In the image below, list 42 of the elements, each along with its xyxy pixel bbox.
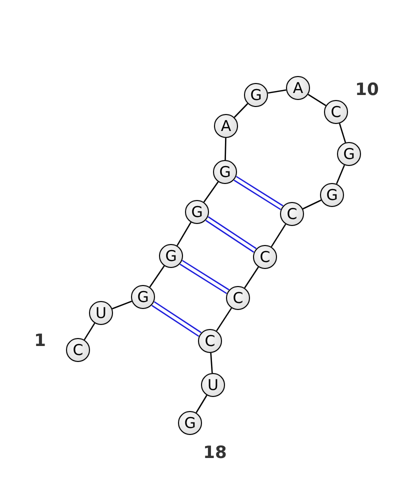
nucleotide-circle: C <box>226 286 250 310</box>
nucleotide-circle: C <box>66 338 90 362</box>
backbone-line <box>176 222 192 246</box>
nucleotide-circle: C <box>253 245 277 269</box>
nucleotide-circle: U <box>89 301 113 325</box>
base-pair-line <box>233 176 284 210</box>
backbone-line <box>84 322 96 340</box>
backbone-line <box>112 300 132 310</box>
backbone-line <box>336 164 345 184</box>
nucleotide-circle: G <box>337 142 361 166</box>
base-pair-line <box>179 260 230 294</box>
position-number: 1 <box>34 331 46 351</box>
backbone-line <box>338 123 346 143</box>
backbone-line <box>270 224 286 248</box>
backbone-line <box>234 103 248 118</box>
base-pair-line <box>151 301 202 337</box>
backbone-line <box>268 89 286 94</box>
nucleotide-circle: A <box>214 114 238 138</box>
nucleotide-circle: G <box>178 411 202 435</box>
nucleotide-circle: G <box>244 83 268 107</box>
nucleotide-circle: G <box>320 183 344 207</box>
nucleotide-circle: C <box>280 202 304 226</box>
backbone-line <box>244 266 259 288</box>
nucleotide-circle: G <box>185 200 209 224</box>
backbone-line <box>216 308 232 332</box>
nucleotide-circle: G <box>159 244 183 268</box>
backbone-line <box>149 266 165 288</box>
backbone-line <box>224 138 226 160</box>
backbone-line <box>196 394 208 414</box>
nucleotide-circle: C <box>324 100 348 124</box>
backbone-line <box>210 352 213 374</box>
nucleotide-circle: U <box>201 373 225 397</box>
backbone-line <box>308 94 326 106</box>
base-pair-line <box>205 216 257 253</box>
backbone-line <box>302 200 322 210</box>
nucleotide-circle: G <box>213 160 237 184</box>
position-number: 10 <box>355 80 379 100</box>
position-number: 18 <box>203 443 227 463</box>
backbone-line <box>203 181 219 203</box>
nucleotide-circle: A <box>286 76 310 100</box>
nucleotide-circle: C <box>198 329 222 353</box>
nucleotide-circle: G <box>131 285 155 309</box>
